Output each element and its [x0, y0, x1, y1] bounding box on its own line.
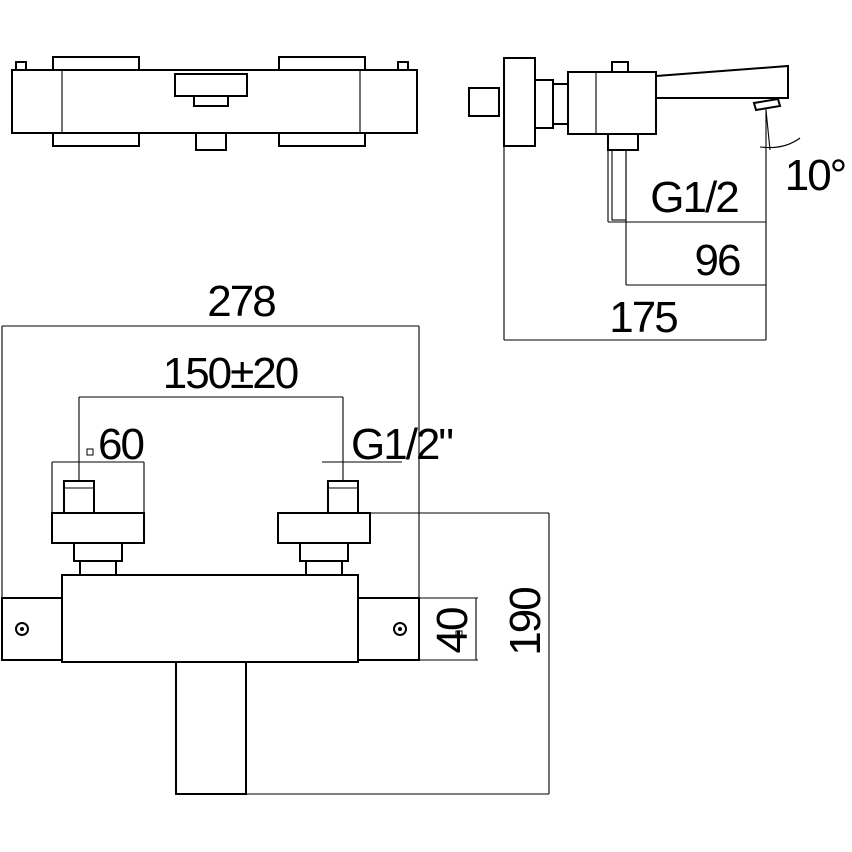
side-view [468, 57, 789, 221]
side-view-spout [655, 64, 789, 99]
front-view-right-eccentric [277, 512, 371, 544]
side-view-wall-plate [503, 57, 536, 147]
dim-inlet-spacing: 150±20 [163, 349, 298, 398]
front-view-left-cap [1, 597, 65, 661]
side-view-wall-nut [468, 87, 500, 117]
side-view-dimensions [503, 108, 801, 341]
dim-overall-width: 278 [207, 277, 275, 326]
dim-spout-angle: 10° [785, 151, 846, 200]
front-view-spout [175, 661, 247, 795]
top-view-outlet [174, 73, 248, 97]
front-view-right-cap [356, 597, 420, 661]
front-view-dimensions [1, 325, 550, 795]
top-view-left-handle [52, 56, 140, 71]
square-symbol-icon [86, 448, 94, 456]
side-view-body [567, 71, 657, 135]
top-view-right-handle [278, 56, 366, 71]
front-view-left-inlet [63, 480, 95, 514]
square-symbol-icon-2 [455, 630, 463, 638]
dim-height: 190 [501, 588, 550, 656]
dim-inlet-thread: G1/2" [351, 420, 452, 469]
dim-depth-96: 96 [695, 236, 740, 285]
dim-depth-175: 175 [609, 293, 677, 342]
side-view-aerator [752, 97, 782, 112]
front-view [1, 480, 420, 795]
front-view-left-eccentric [51, 512, 145, 544]
dim-square-60: 60 [98, 420, 143, 469]
front-view-right-inlet [327, 480, 359, 514]
dim-side-thread: G1/2 [650, 173, 738, 222]
top-view [11, 56, 418, 151]
dim-square-40: 40 [428, 608, 477, 653]
front-view-body [61, 574, 359, 663]
